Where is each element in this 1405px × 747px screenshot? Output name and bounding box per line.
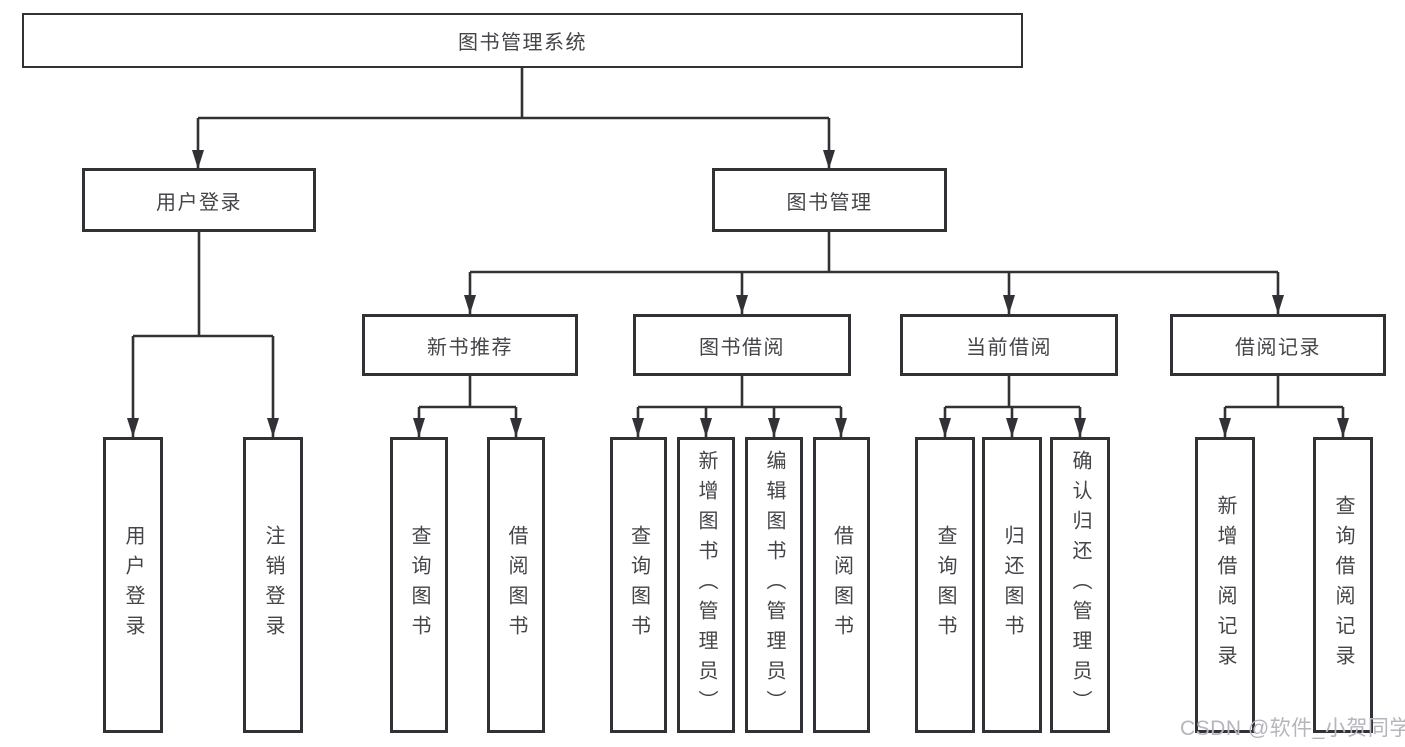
connector-bookborrow-to-leaves xyxy=(636,376,843,437)
connector-userlogin-to-leaves xyxy=(131,232,275,437)
arrowhead xyxy=(267,418,279,437)
connector-bookmgmt-to-level3 xyxy=(468,232,1280,314)
arrowhead xyxy=(1337,418,1349,437)
node-user-login-label: 用户登录 xyxy=(156,191,242,214)
arrowhead xyxy=(192,150,204,169)
leaf-edit-books-admin-label: 编辑图书（管理员） xyxy=(763,450,785,720)
leaf-logout-label: 注销登录 xyxy=(262,525,284,645)
leaf-confirm-return-admin: 确认归还（管理员） xyxy=(1050,437,1110,733)
leaf-query-borrow-record: 查询借阅记录 xyxy=(1313,437,1373,733)
node-current-borrow: 当前借阅 xyxy=(900,314,1118,376)
leaf-borrow-query-books-label: 查询图书 xyxy=(627,525,650,645)
arrowhead xyxy=(413,418,425,437)
leaf-edit-books-admin: 编辑图书（管理员） xyxy=(745,437,803,733)
leaf-newbook-query-books-label: 查询图书 xyxy=(408,525,430,645)
leaf-borrow-borrow-books: 借阅图书 xyxy=(813,437,870,733)
leaf-newbook-borrow-books-label: 借阅图书 xyxy=(505,525,527,645)
node-user-login: 用户登录 xyxy=(82,168,316,232)
connector-newbook-to-leaves xyxy=(417,376,518,437)
csdn-watermark: CSDN @软件_小贺同学 xyxy=(1180,717,1405,740)
arrowhead xyxy=(127,418,139,437)
node-root: 图书管理系统 xyxy=(22,13,1023,68)
node-new-book-recommend: 新书推荐 xyxy=(362,314,578,376)
arrowhead xyxy=(939,418,951,437)
arrowhead xyxy=(700,418,712,437)
leaf-borrow-query-books: 查询图书 xyxy=(610,437,667,733)
leaf-current-query-books: 查询图书 xyxy=(915,437,975,733)
node-current-borrow-label: 当前借阅 xyxy=(966,336,1052,359)
leaf-confirm-return-admin-label: 确认归还（管理员） xyxy=(1069,450,1091,720)
node-book-borrow-label: 图书借阅 xyxy=(699,336,785,359)
leaf-add-books-admin: 新增图书（管理员） xyxy=(677,437,735,733)
arrowhead xyxy=(768,418,780,437)
arrowhead xyxy=(1003,295,1015,314)
leaf-add-borrow-record-label: 新增借阅记录 xyxy=(1214,495,1236,675)
leaf-user-login-label: 用户登录 xyxy=(122,525,144,645)
leaf-return-books: 归还图书 xyxy=(982,437,1042,733)
leaf-add-books-admin-label: 新增图书（管理员） xyxy=(695,450,717,720)
arrowhead xyxy=(736,295,748,314)
leaf-logout: 注销登录 xyxy=(243,437,303,733)
node-book-management-label: 图书管理 xyxy=(786,191,873,214)
leaf-newbook-query-books: 查询图书 xyxy=(390,437,448,733)
arrowhead xyxy=(1219,418,1231,437)
arrowhead xyxy=(632,418,644,437)
arrowhead xyxy=(510,418,522,437)
leaf-borrow-borrow-books-label: 借阅图书 xyxy=(830,525,853,645)
arrowhead xyxy=(823,150,835,169)
node-root-label: 图书管理系统 xyxy=(458,32,587,54)
connector-borrowrecord-to-leaves xyxy=(1223,376,1345,437)
leaf-user-login: 用户登录 xyxy=(103,437,163,733)
node-borrow-records: 借阅记录 xyxy=(1170,314,1386,376)
arrowhead xyxy=(1074,418,1086,437)
node-new-book-recommend-label: 新书推荐 xyxy=(427,336,513,359)
node-book-borrow: 图书借阅 xyxy=(633,314,851,376)
arrowhead xyxy=(835,418,847,437)
leaf-add-borrow-record: 新增借阅记录 xyxy=(1195,437,1255,733)
connector-root-to-level2 xyxy=(196,68,831,169)
leaf-newbook-borrow-books: 借阅图书 xyxy=(487,437,545,733)
arrowhead xyxy=(1006,418,1018,437)
leaf-return-books-label: 归还图书 xyxy=(1001,525,1023,645)
leaf-current-query-books-label: 查询图书 xyxy=(934,525,956,645)
leaf-query-borrow-record-label: 查询借阅记录 xyxy=(1332,495,1354,675)
node-borrow-records-label: 借阅记录 xyxy=(1235,336,1321,359)
arrowhead xyxy=(1272,295,1284,314)
node-book-management: 图书管理 xyxy=(712,168,947,232)
arrowhead xyxy=(464,295,476,314)
